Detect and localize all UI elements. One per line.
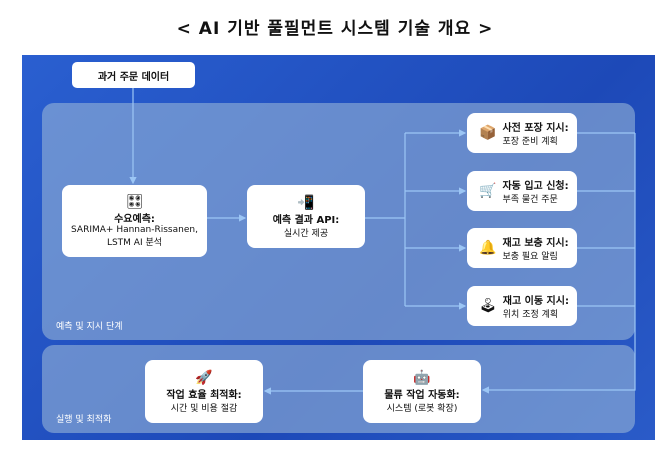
box-title: 자동 입고 신청:: [502, 181, 569, 192]
mobile-arrow-icon: 📲: [297, 194, 315, 211]
rocket-icon: 🚀: [195, 369, 213, 386]
group-execute: 실행 및 최적화: [42, 345, 635, 433]
box-title: 재고 이동 지시:: [502, 296, 569, 307]
bell-icon: 🔔: [479, 240, 497, 256]
box-desc: 포장 준비 계획: [502, 137, 558, 147]
box-title: 예측 결과 API:: [272, 214, 340, 226]
action-box-restock: 🔔 재고 보충 지시: 보충 필요 알림: [467, 228, 577, 268]
action-box-packing: 📦 사전 포장 지시: 포장 준비 계획: [467, 113, 577, 153]
robot-box: 🤖 물류 작업 자동화: 시스템 (로봇 확장): [363, 360, 481, 423]
box-title: 작업 효율 최적화:: [166, 389, 242, 401]
box-desc: SARIMA+ Hannan-Rissanen, LSTM AI 분석: [71, 225, 198, 248]
box-title: 수요예측:: [114, 214, 155, 225]
demand-box: 🎛 수요예측: SARIMA+ Hannan-Rissanen, LSTM AI…: [62, 185, 207, 257]
box-title: 재고 보충 지시:: [502, 238, 569, 249]
source-label: 과거 주문 데이터: [97, 71, 170, 83]
source-box: 과거 주문 데이터: [72, 62, 195, 88]
box-desc: 위치 조정 계획: [502, 310, 559, 320]
action-box-relocate: 🕹 재고 이동 지시: 위치 조정 계획: [467, 286, 577, 326]
robot-icon: 🤖: [413, 369, 431, 386]
api-box: 📲 예측 결과 API: 실시간 제공: [247, 185, 365, 248]
page-title: < AI 기반 풀필먼트 시스템 기술 개요 >: [176, 19, 494, 39]
box-title: 사전 포장 지시:: [502, 123, 569, 134]
group-label: 예측 및 지시 단계: [56, 322, 123, 332]
box-desc: 시간 및 비용 절감: [170, 403, 238, 414]
box-desc: 시스템 (로봇 확장): [386, 403, 458, 414]
box-desc: 부족 물건 주문: [502, 195, 558, 205]
box-desc: 보충 필요 알림: [502, 252, 558, 262]
package-icon: 📦: [479, 125, 497, 141]
efficiency-box: 🚀 작업 효율 최적화: 시간 및 비용 절감: [145, 360, 263, 423]
box-desc: 실시간 제공: [283, 228, 329, 239]
box-title: 물류 작업 자동화:: [384, 389, 460, 401]
cart-icon: 🛒: [479, 183, 497, 199]
control-knobs-icon: 🎛: [125, 194, 144, 210]
action-box-inbound: 🛒 자동 입고 신청: 부족 물건 주문: [467, 171, 577, 211]
joystick-icon: 🕹: [479, 298, 497, 314]
group-label: 실행 및 최적화: [56, 415, 112, 425]
